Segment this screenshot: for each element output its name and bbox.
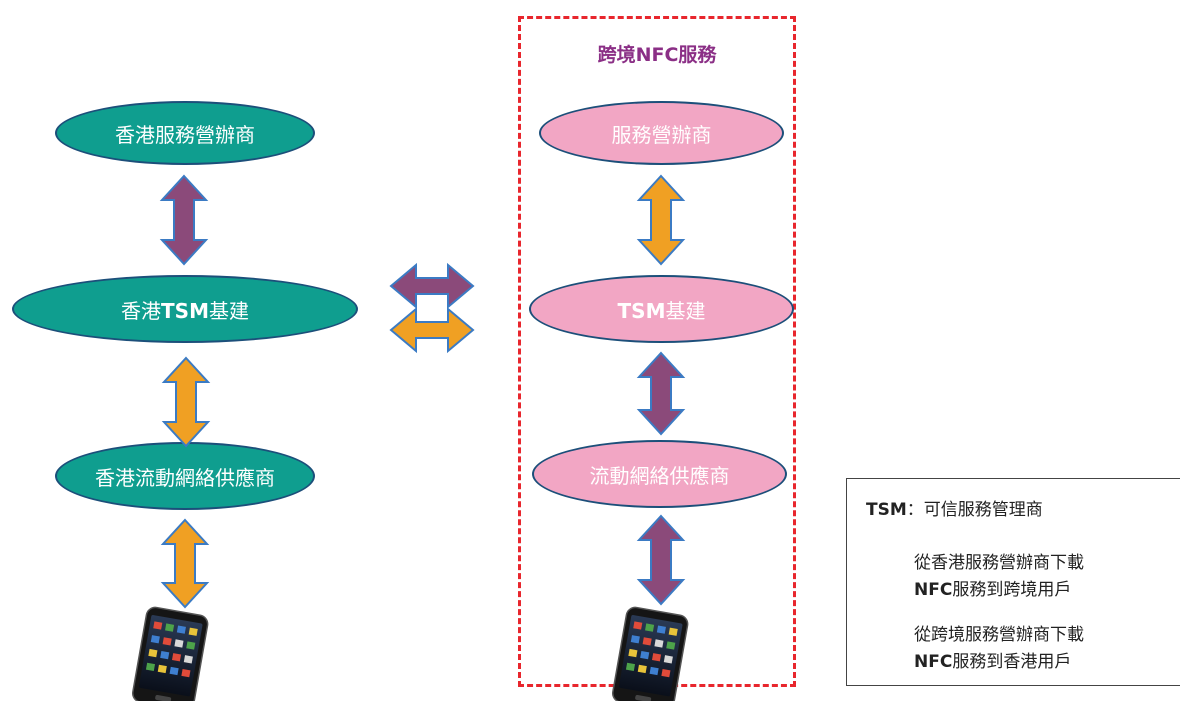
hk-mobile-operator-node: 香港流動網絡供應商 [55,442,315,510]
hk-arrow-sp-tsm-purple [159,174,209,266]
cross-arrow-mno-phone-purple [636,514,686,606]
legend-purple-description: 從香港服務營辦商下載 NFC服務到跨境用戶 [914,553,1084,600]
cross-phone-icon [612,606,689,701]
cross-tsm-label: TSM基建 [617,298,706,323]
cross-arrow-sp-tsm-orange [636,174,686,266]
hk-phone-icon [132,606,209,701]
cross-tsm-node: TSM基建 [529,275,794,343]
hk-arrow-mno-phone-orange [160,518,210,609]
legend-orange-description: 從跨境服務營辦商下載 NFC服務到香港用戶 [914,625,1084,672]
cross-mobile-operator-node: 流動網絡供應商 [532,440,787,508]
region-title: 跨境NFC服務 [597,44,717,66]
hk-service-provider-node: 香港服務營辦商 [55,101,315,165]
hk-tsm-node: 香港TSM基建 [12,275,358,343]
cross-arrow-tsm-mno-purple [636,351,686,436]
cross-service-provider-label: 服務營辦商 [611,122,712,147]
legend-box [846,478,1180,686]
hk-arrow-tsm-mno-orange [161,356,211,448]
hk-tsm-label: 香港TSM基建 [121,298,249,323]
horizontal-arrow-purple [389,262,475,310]
horizontal-arrow-orange [389,306,475,354]
cross-service-provider-node: 服務營辦商 [539,101,784,165]
legend-tsm-definition: TSM：可信服務管理商 [866,500,1043,520]
cross-mobile-operator-label: 流動網絡供應商 [589,463,730,488]
hk-mobile-operator-label: 香港流動網絡供應商 [95,465,275,490]
hk-service-provider-label: 香港服務營辦商 [115,122,255,147]
